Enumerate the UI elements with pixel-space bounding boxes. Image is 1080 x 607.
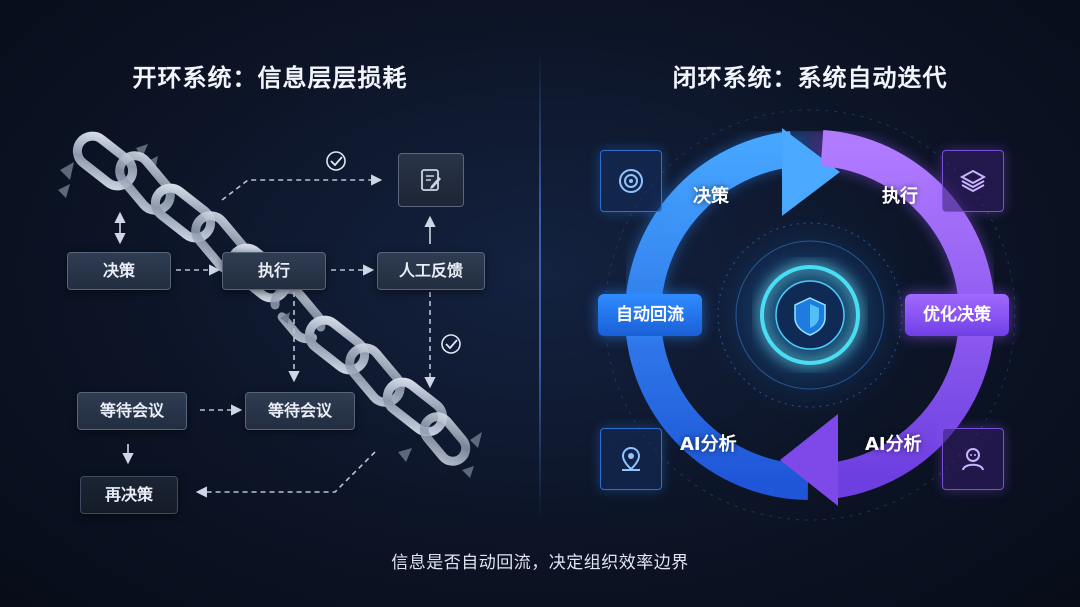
node-wait-meeting-1: 等待会议 — [77, 392, 187, 430]
bottom-caption: 信息是否自动回流，决定组织效率边界 — [391, 553, 689, 573]
document-edit-icon — [398, 153, 464, 207]
node-re-decision: 再决策 — [80, 476, 178, 514]
avatar-icon — [942, 428, 1004, 490]
node-execute: 执行 — [222, 252, 326, 290]
pill-optimize-decision: 优化决策 — [905, 294, 1009, 336]
shield-icon — [794, 297, 826, 336]
left-connectors — [114, 151, 461, 498]
check-icon-right — [441, 334, 461, 354]
loop-label-decision: 决策 — [693, 186, 729, 207]
loop-label-ai-analysis-right: AI分析 — [865, 434, 922, 455]
loop-label-ai-analysis-left: AI分析 — [680, 434, 737, 455]
node-manual-feedback: 人工反馈 — [377, 252, 485, 290]
broken-chain-graphic — [58, 131, 482, 478]
right-panel-title: 闭环系统：系统自动迭代 — [672, 64, 948, 92]
left-panel-title: 开环系统：信息层层损耗 — [132, 64, 408, 92]
layers-icon — [942, 150, 1004, 212]
pill-auto-return: 自动回流 — [598, 294, 702, 336]
location-icon — [600, 428, 662, 490]
node-decision: 决策 — [67, 252, 171, 290]
panel-divider — [539, 50, 541, 520]
node-wait-meeting-2: 等待会议 — [245, 392, 355, 430]
loop-label-execute: 执行 — [882, 186, 918, 207]
check-icon-top — [326, 151, 346, 171]
target-icon — [600, 150, 662, 212]
